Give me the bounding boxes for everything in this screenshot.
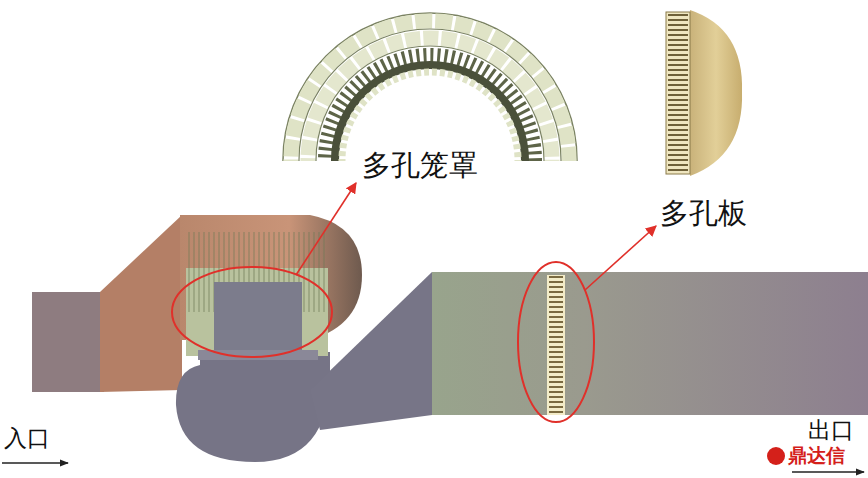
inlet-pipe	[32, 292, 104, 392]
outlet-pipe	[432, 272, 868, 415]
cage-detail	[283, 13, 577, 161]
flow-arrow	[792, 471, 864, 473]
watermark: 鼎达信	[788, 445, 845, 466]
cage-holes	[188, 271, 326, 272]
perforated-plate	[547, 275, 565, 415]
leader-line	[296, 183, 356, 275]
outlet-label: 出口	[808, 418, 854, 443]
plate-detail	[666, 10, 742, 176]
valve-plug	[214, 282, 302, 356]
outlet-channel	[310, 272, 432, 430]
inlet-channel	[100, 215, 182, 392]
flow-arrow	[2, 462, 68, 464]
plate-holes	[549, 276, 563, 414]
highlight-ellipse	[518, 262, 594, 422]
valve-bowl	[176, 352, 330, 462]
part-label: 多孔笼罩	[362, 150, 478, 182]
part-label: 多孔板	[660, 198, 747, 230]
leader-line	[585, 226, 656, 290]
watermark-logo	[767, 447, 785, 465]
highlight-ellipse	[172, 267, 332, 357]
inlet-label: 入口	[4, 426, 50, 451]
cage-section	[186, 268, 328, 356]
